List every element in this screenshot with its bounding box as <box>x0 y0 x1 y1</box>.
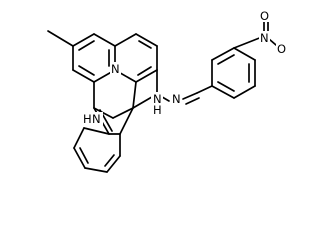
nitrophenyl-ring <box>211 47 256 99</box>
atom-label-N-hydrazone-1: N <box>153 92 162 106</box>
methyl-benzo-ring <box>47 30 116 83</box>
atom-labels: N N H N H N N O O <box>83 9 288 126</box>
atom-label-N-nitro: N <box>260 31 269 45</box>
indole-benzo-ring <box>73 127 121 173</box>
atom-label-H-indole: H <box>83 112 92 126</box>
atom-label-H-hydrazone: H <box>153 103 162 117</box>
atom-label-N-ring: N <box>111 62 120 76</box>
nitro-group <box>233 21 277 49</box>
atom-label-N-hydrazone-2: N <box>172 92 181 106</box>
pyrrole-ring <box>93 81 137 135</box>
atom-label-O-nitro-2: O <box>277 42 286 56</box>
chemical-structure-diagram: N N H N H N N O O <box>47 9 288 173</box>
atom-label-O-nitro-1: O <box>260 9 269 23</box>
pyridine-ring <box>114 33 158 83</box>
atom-label-N-indole: N <box>92 112 101 126</box>
